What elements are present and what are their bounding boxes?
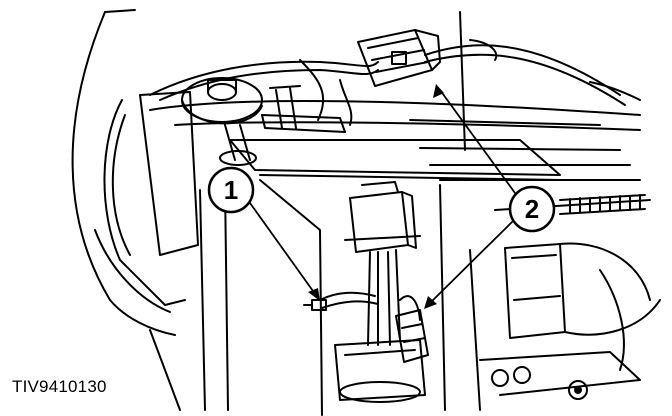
lower-housing xyxy=(334,339,426,403)
leader-line-2b xyxy=(427,221,513,306)
figure-id-label: TIV9410130 xyxy=(12,377,107,396)
leader-line-2a xyxy=(439,89,516,194)
mounting-bracket xyxy=(261,85,346,133)
upper-wiring-harness xyxy=(149,39,641,126)
arrowhead-2b xyxy=(424,296,437,309)
leader-line-1 xyxy=(249,202,319,299)
callout-1-number: 1 xyxy=(223,174,239,205)
upper-connector xyxy=(357,29,441,87)
callout-2-number: 2 xyxy=(524,193,540,224)
arrowhead-1 xyxy=(308,288,320,301)
callout-1-circle xyxy=(207,166,255,214)
relay-block xyxy=(344,181,421,253)
left-body-panel xyxy=(71,11,199,336)
threaded-rod xyxy=(559,194,646,215)
arrowhead-2a xyxy=(433,84,444,98)
bottom-right-bolts xyxy=(479,351,641,400)
radiator-support xyxy=(104,9,641,181)
lower-wiring-harness xyxy=(319,249,421,346)
frame-lines xyxy=(149,179,481,416)
callout-2-circle xyxy=(508,185,556,233)
